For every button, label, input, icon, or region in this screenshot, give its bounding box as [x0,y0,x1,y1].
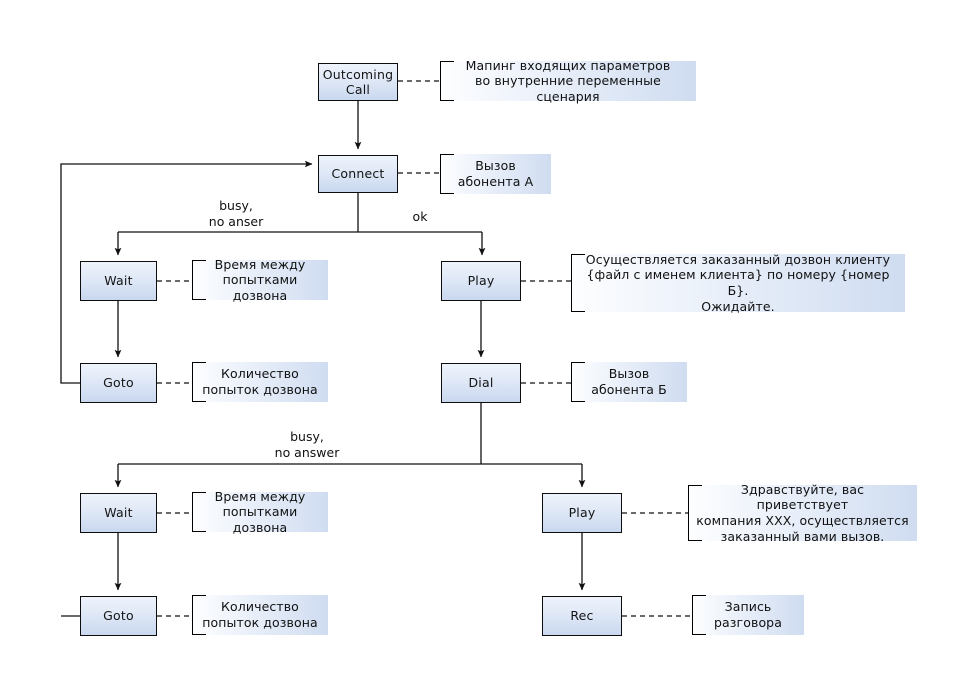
note-text: Запись разговора [714,599,782,630]
note-bracket [692,595,706,635]
node-label: Goto [103,375,134,391]
node-label: Play [568,505,596,521]
note-mapping: Мапинг входящих параметров во внутренние… [440,58,696,104]
node-label: Play [467,273,495,289]
note-text: Время между попытками дозвона [214,488,306,535]
note-greeting: Здравствуйте, вас приветствует компания … [688,482,917,544]
edge-label-ok: ok [412,209,428,224]
note-text: Вызов абонента Б [591,366,667,397]
note-bracket [571,362,585,402]
note-bracket [440,154,454,194]
node-rec[interactable]: Rec [542,596,622,636]
note-retry-interval-2: Время между попытками дозвона [192,489,328,535]
node-wait-2[interactable]: Wait [80,493,157,533]
node-label: Outcoming Call [322,66,394,97]
note-retry-count-2: Количество попыток дозвона [192,595,328,635]
note-retry-count-1: Количество попыток дозвона [192,362,328,402]
node-outcoming-call[interactable]: Outcoming Call [318,63,398,101]
node-label: Wait [104,273,133,289]
note-text: Время между попытками дозвона [214,256,306,303]
edge-label-busy-no-answer: busy, no answer [274,429,340,460]
node-dial[interactable]: Dial [441,363,521,403]
node-wait-1[interactable]: Wait [80,261,157,301]
note-text: Количество попыток дозвона [202,599,318,630]
node-label: Goto [103,608,134,624]
node-label: Dial [468,375,494,391]
node-connect[interactable]: Connect [318,155,398,193]
node-label: Wait [104,505,133,521]
note-text: Здравствуйте, вас приветствует компания … [696,481,909,544]
node-label: Connect [331,166,385,182]
note-record: Запись разговора [692,595,804,635]
node-label: Rec [570,608,594,624]
note-call-a: Вызов абонента А [440,154,551,194]
node-goto-1[interactable]: Goto [80,363,157,403]
note-call-b: Вызов абонента Б [571,362,687,402]
note-text: Вызов абонента А [457,158,534,189]
node-play-2[interactable]: Play [542,493,622,533]
note-retry-interval-1: Время между попытками дозвона [192,257,328,303]
note-text: Осуществляется заказанный дозвон клиенту… [585,251,891,314]
note-text: Мапинг входящих параметров во внутренние… [465,57,671,104]
note-announce-client: Осуществляется заказанный дозвон клиенту… [571,251,905,314]
note-text: Количество попыток дозвона [202,366,318,397]
node-goto-2[interactable]: Goto [80,596,157,636]
edge-label-busy-no-anser: busy, no anser [208,198,264,229]
node-play-1[interactable]: Play [441,261,521,301]
